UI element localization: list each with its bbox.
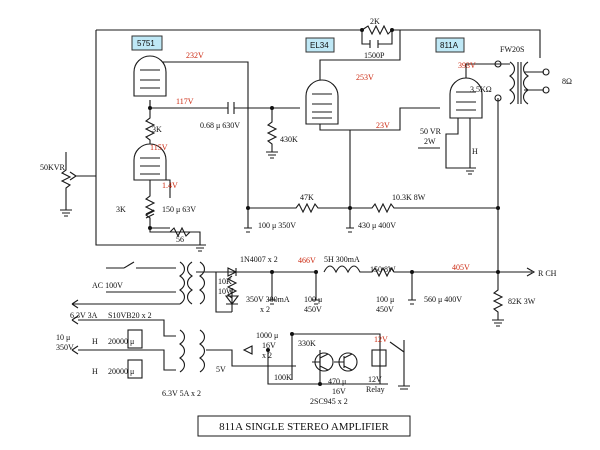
- label-x2-b: x 2: [262, 351, 272, 360]
- label-1000u: 1000 μ: [256, 331, 278, 340]
- tube-name-el34: EL34: [310, 41, 329, 50]
- label-relay: Relay: [366, 385, 385, 394]
- label-2w: 2W: [424, 137, 436, 146]
- label-s10vb20: S10VB20 x 2: [108, 311, 152, 320]
- voltage-466v: 466V: [298, 256, 316, 265]
- voltage-405v: 405V: [452, 263, 470, 272]
- label-h-2: H: [92, 367, 98, 376]
- label-6-3v-3a: 6.3V 3A: [70, 311, 98, 320]
- tube-5751-lower: [133, 143, 167, 181]
- tube-el34: [305, 79, 339, 125]
- label-20000u-b: 20000 μ: [108, 367, 134, 376]
- label-100u-b: 100 μ: [376, 295, 394, 304]
- label-350v-300ma: 350V 300mA: [246, 295, 290, 304]
- voltage-12v: 12V: [374, 335, 388, 344]
- label-350v: 350V: [56, 343, 74, 352]
- label-r-ch: R CH: [538, 269, 557, 278]
- label-6-3v-5a: 6.3V 5A x 2: [162, 389, 201, 398]
- voltage-117v: 117V: [176, 97, 194, 106]
- label-1500p: 1500P: [364, 51, 385, 60]
- tube-label-box-5751: [131, 35, 163, 51]
- label-10u: 10 μ: [56, 333, 70, 342]
- label-450v-a: 450V: [304, 305, 322, 314]
- label-150-8w: 150 8W: [370, 265, 396, 274]
- tube-5751-upper: [133, 55, 167, 97]
- label-h-filament: H: [472, 147, 478, 156]
- label-430u-400v: 430 μ 400V: [358, 221, 396, 230]
- tube-label-box-811a: [435, 37, 465, 53]
- label-20000u-a: 20000 μ: [108, 337, 134, 346]
- label-100u-a: 100 μ: [304, 295, 322, 304]
- label-560u-400v: 560 μ 400V: [424, 295, 462, 304]
- voltage-232v: 232V: [186, 51, 204, 60]
- label-8ohm: 8Ω: [562, 77, 572, 86]
- label-relay-12v: 12V: [368, 375, 382, 384]
- label-16v-2: 16V: [332, 387, 346, 396]
- label-2k: 2K: [370, 17, 380, 26]
- label-56: 56: [176, 235, 184, 244]
- voltage-1-4v: 1.4V: [162, 181, 178, 190]
- ground-symbols: [60, 151, 504, 390]
- tube-name-811a: 811A: [440, 41, 459, 50]
- tube-name-5751: 5751: [137, 39, 155, 48]
- wiring: [95, 24, 544, 272]
- label-3-5k: 3.5KΩ: [470, 85, 492, 94]
- voltage-115v: 115V: [150, 143, 168, 152]
- voltage-393v: 393V: [458, 61, 476, 70]
- label-330k: 330K: [298, 339, 316, 348]
- tube-label-box-el34: [305, 37, 335, 53]
- label-10-3k-8w: 10.3K 8W: [392, 193, 426, 202]
- label-50vr: 50 VR: [420, 127, 442, 136]
- label-cap-068: 0.68 μ 630V: [200, 121, 240, 130]
- label-h-1: H: [92, 337, 98, 346]
- label-50kvr: 50KVR: [40, 163, 66, 172]
- label-100k: 100K: [274, 373, 292, 382]
- title-box: [197, 415, 411, 437]
- label-470u: 470 μ: [328, 377, 346, 386]
- junction-dots: [148, 28, 500, 386]
- voltage-23v: 23V: [376, 121, 390, 130]
- label-10w: 10W: [218, 287, 234, 296]
- label-82k-3w: 82K 3W: [508, 297, 536, 306]
- diagram-title: 811A SINGLE STEREO AMPLIFIER: [219, 421, 389, 433]
- label-16v: 16V: [262, 341, 276, 350]
- label-1n4007: 1N4007 x 2: [240, 255, 278, 264]
- label-3k-top: 3K: [152, 125, 162, 134]
- label-fw20s: FW20S: [500, 45, 524, 54]
- voltage-253v: 253V: [356, 73, 374, 82]
- label-5v: 5V: [216, 365, 226, 374]
- label-100u-350v: 100 μ 350V: [258, 221, 296, 230]
- label-3k-bottom: 3K: [116, 205, 126, 214]
- label-2sc945: 2SC945 x 2: [310, 397, 348, 406]
- label-47k: 47K: [300, 193, 314, 202]
- label-10k: 10K: [218, 277, 232, 286]
- output-transformer: [494, 60, 550, 105]
- label-x2-a: x 2: [260, 305, 270, 314]
- label-150u: 150 μ 63V: [162, 205, 196, 214]
- tube-811a: [449, 77, 483, 119]
- label-ac-100v: AC 100V: [92, 281, 123, 290]
- label-5h-300ma: 5H 300mA: [324, 255, 360, 264]
- label-450v-b: 450V: [376, 305, 394, 314]
- label-430k: 430K: [280, 135, 298, 144]
- power-wiring: [60, 152, 536, 386]
